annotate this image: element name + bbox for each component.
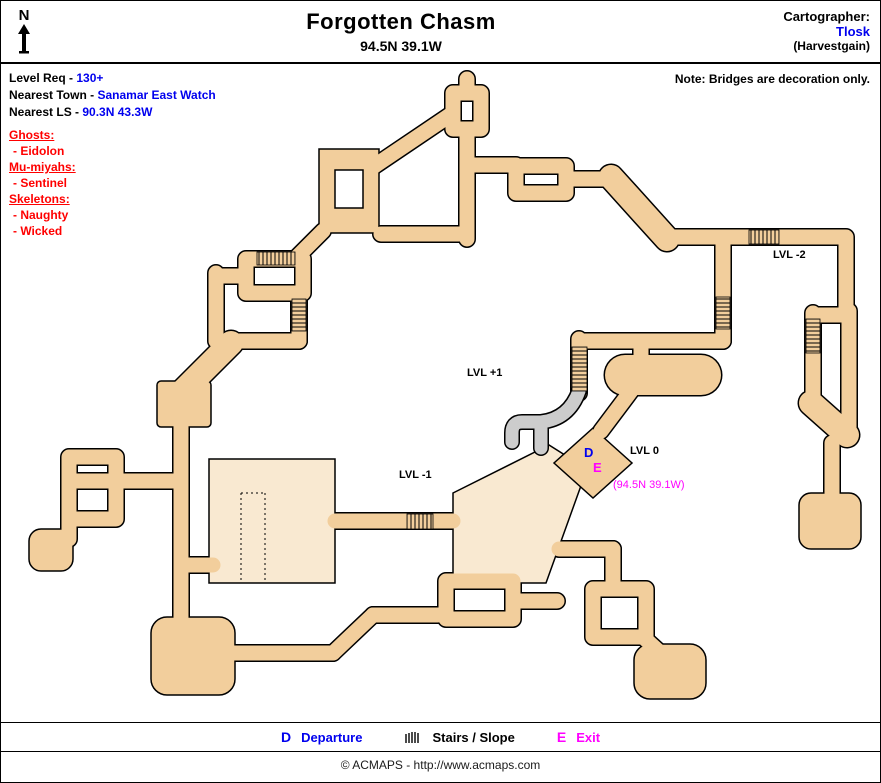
legend-exit-symbol: E xyxy=(556,729,567,745)
legend-departure-label: Departure xyxy=(301,729,363,745)
creature-member: - Naughty xyxy=(13,208,69,222)
cartographer-label: Cartographer: xyxy=(783,9,870,24)
exit-coords-label: (94.5N 39.1W) xyxy=(613,479,685,491)
room-bottom-left xyxy=(150,616,236,696)
label-lvl-zero: LVL 0 xyxy=(630,445,659,457)
legend-stairs-label: Stairs / Slope xyxy=(432,729,515,745)
creature-group-skeletons: Skeletons: xyxy=(9,192,70,206)
label-lvl-minus-1: LVL -1 xyxy=(399,469,432,481)
room-departure-diamond xyxy=(552,426,634,500)
compass-north-label: N xyxy=(18,7,30,24)
map-slope-corridor xyxy=(504,383,587,456)
compass: N xyxy=(11,7,37,61)
map-rooms xyxy=(28,148,862,700)
nearest-town-label: Nearest Town - xyxy=(9,88,98,102)
title-block: Forgotten Chasm 94.5N 39.1W xyxy=(161,9,641,54)
nearest-town-line: Nearest Town - Sanamar East Watch xyxy=(9,87,216,104)
room-donut-hole xyxy=(334,169,364,209)
creature-group-ghosts: Ghosts: xyxy=(9,128,55,142)
page-coords: 94.5N 39.1W xyxy=(360,38,442,54)
exit-marker: E xyxy=(593,460,602,475)
creature-group-mumiyahs: Mu-miyahs: xyxy=(9,160,76,174)
page-title: Forgotten Chasm xyxy=(306,9,496,34)
cartographer-name: Tlosk xyxy=(836,24,870,39)
room-lvl-minus1-west xyxy=(208,458,336,584)
room-bottom-right xyxy=(633,643,707,700)
departure-marker: D xyxy=(584,445,594,460)
header-divider xyxy=(1,62,880,64)
label-lvl-plus-1: LVL +1 xyxy=(467,367,503,379)
map-stairs xyxy=(256,229,821,530)
legend-exit-label: Exit xyxy=(576,729,601,745)
creature-list: Ghosts: - Eidolon Mu-miyahs: - Sentinel … xyxy=(9,127,76,239)
creature-member: - Wicked xyxy=(13,224,63,238)
footer-copyright: © ACMAPS - http://www.acmaps.com xyxy=(340,758,541,772)
nearest-ls-value: 90.3N 43.3W xyxy=(82,105,153,119)
stairs-icon xyxy=(405,732,420,743)
level-req-value: 130+ xyxy=(76,71,104,85)
nearest-ls-label: Nearest LS - xyxy=(9,105,83,119)
info-block: Level Req - 130+ Nearest Town - Sanamar … xyxy=(9,70,216,121)
creature-member: - Sentinel xyxy=(13,176,68,190)
nearest-town-value: Sanamar East Watch xyxy=(97,88,216,102)
map-dashed-detail xyxy=(240,492,266,581)
level-req-line: Level Req - 130+ xyxy=(9,70,216,87)
bridges-note: Note: Bridges are decoration only. xyxy=(674,72,870,86)
creature-member: - Eidolon xyxy=(13,144,65,158)
compass-arrow-icon xyxy=(18,24,30,54)
legend-departure-symbol: D xyxy=(280,729,292,745)
cartographer-guild: (Harvestgain) xyxy=(793,39,870,53)
nearest-ls-line: Nearest LS - 90.3N 43.3W xyxy=(9,104,216,121)
label-lvl-minus-2: LVL -2 xyxy=(773,249,806,261)
legend-bar: D Departure Stairs / Slope E Exit xyxy=(1,722,880,752)
level-req-label: Level Req - xyxy=(9,71,77,85)
cartographer-block: Cartographer: Tlosk (Harvestgain) xyxy=(783,9,870,54)
